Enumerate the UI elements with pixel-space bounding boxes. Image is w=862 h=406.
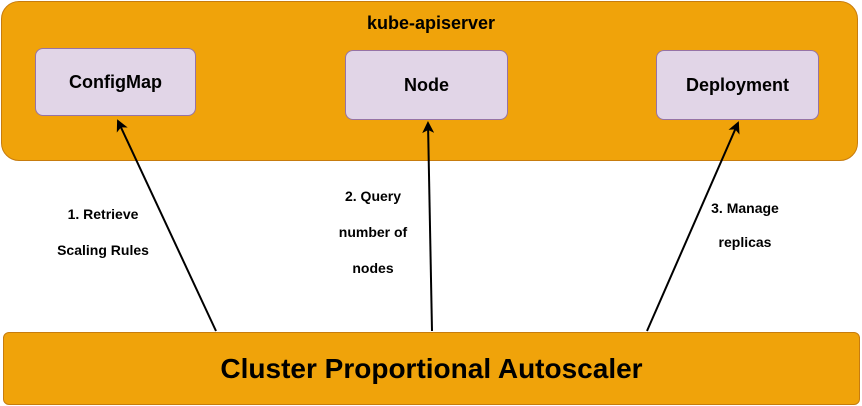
- edge-label-line: number of: [338, 224, 408, 240]
- edge-manage-arrow: [646, 121, 740, 332]
- edge-query-arrow: [422, 121, 435, 332]
- edge-label-retrieve: 1. Retrieve Scaling Rules: [30, 196, 176, 268]
- edge-label-line: 1. Retrieve: [67, 206, 139, 222]
- node-resource-node: Node: [345, 50, 508, 120]
- edge-label-query: 2. Query number of nodes: [310, 178, 436, 286]
- edge-label-line: replicas: [718, 234, 772, 250]
- edge-label-manage: 3. Manage replicas: [690, 191, 800, 259]
- edge-label-line: 3. Manage: [711, 200, 779, 216]
- edge-label-line: nodes: [352, 260, 394, 276]
- edge-retrieve-arrow: [116, 119, 217, 332]
- edge-label-line: 2. Query: [344, 188, 402, 204]
- deployment-node: Deployment: [656, 50, 819, 120]
- cluster-proportional-autoscaler-node: Cluster Proportional Autoscaler: [3, 332, 860, 405]
- kube-apiserver-title: kube-apiserver: [366, 13, 496, 33]
- edge-label-line: Scaling Rules: [57, 242, 149, 258]
- configmap-node: ConfigMap: [35, 48, 196, 116]
